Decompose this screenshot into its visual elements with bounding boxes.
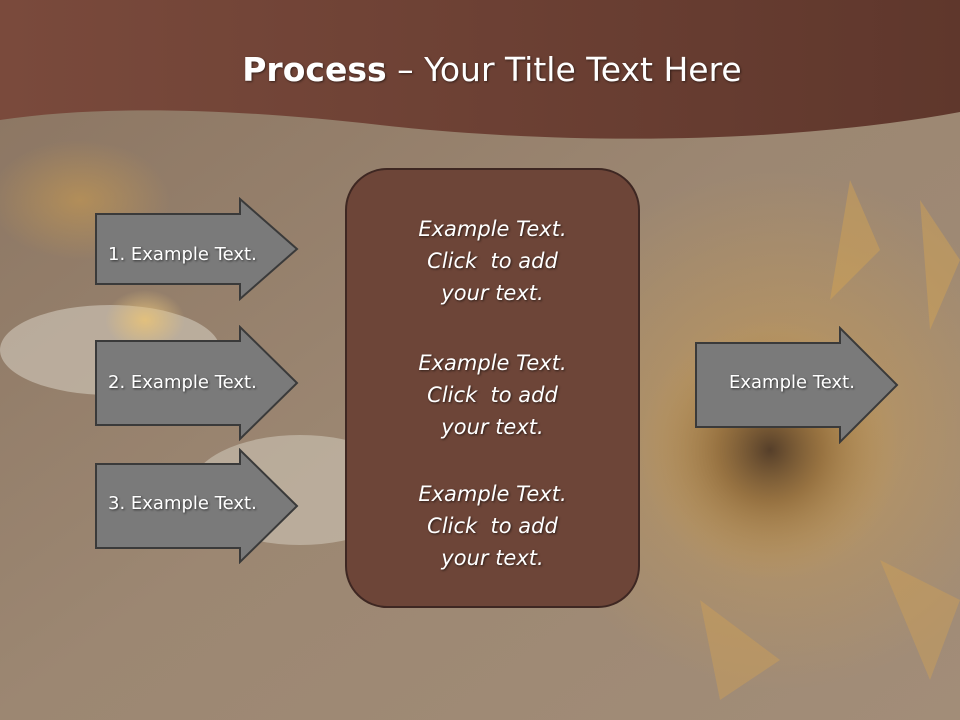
center-text-line: Example Text. <box>418 482 567 506</box>
title-rest: – Your Title Text Here <box>386 50 742 89</box>
center-text-block-3[interactable]: Example Text. Click to add your text. <box>345 478 640 574</box>
input-arrow-1-label: 1. Example Text. <box>108 244 257 265</box>
center-text-line: your text. <box>441 415 544 439</box>
center-process-box[interactable] <box>345 168 640 608</box>
center-text-line: Example Text. <box>418 217 567 241</box>
title-bold: Process <box>242 50 387 89</box>
center-text-line: your text. <box>441 546 544 570</box>
input-arrow-3[interactable] <box>94 448 300 564</box>
input-arrow-3-label: 3. Example Text. <box>108 493 257 514</box>
input-arrow-2[interactable] <box>94 325 300 441</box>
center-text-line: Click to add <box>427 383 558 407</box>
center-text-line: Click to add <box>427 249 558 273</box>
input-arrow-1[interactable] <box>94 197 300 301</box>
input-arrow-2-label: 2. Example Text. <box>108 372 257 393</box>
center-text-block-2[interactable]: Example Text. Click to add your text. <box>345 347 640 443</box>
slide-title[interactable]: Process – Your Title Text Here <box>0 50 960 89</box>
center-text-block-1[interactable]: Example Text. Click to add your text. <box>345 213 640 309</box>
center-text-line: Example Text. <box>418 351 567 375</box>
center-text-line: Click to add <box>427 514 558 538</box>
output-arrow[interactable] <box>694 326 900 444</box>
center-text-line: your text. <box>441 281 544 305</box>
output-arrow-label: Example Text. <box>729 372 855 393</box>
